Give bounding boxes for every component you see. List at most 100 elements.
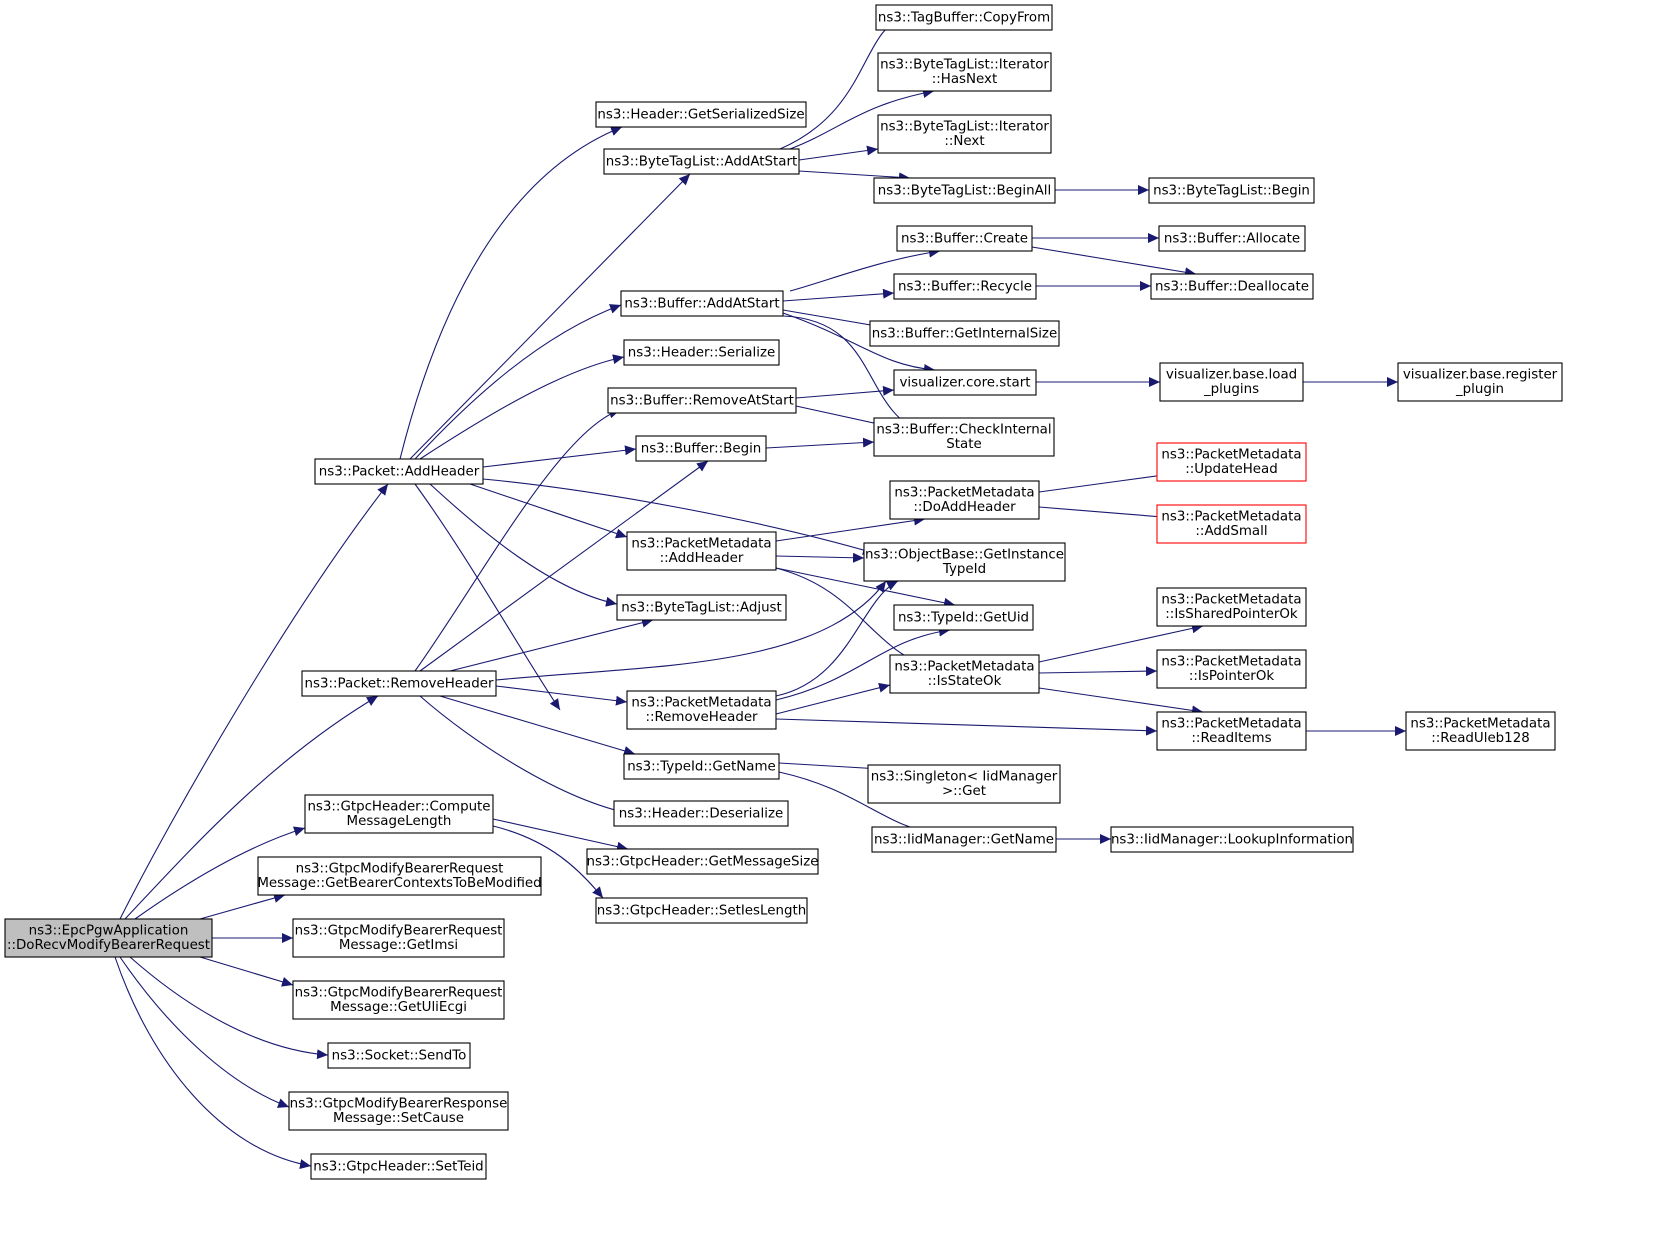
node-pm-doaddheader[interactable]: ns3::PacketMetadata::DoAddHeader — [889, 480, 1040, 520]
node-pkt-addheader[interactable]: ns3::Packet::AddHeader — [314, 458, 484, 485]
node-label: ns3::Buffer::RemoveAtStart — [610, 393, 794, 408]
node-btl-addatstart[interactable]: ns3::ByteTagList::AddAtStart — [603, 148, 800, 175]
node-label: ::UpdateHead — [1185, 462, 1278, 477]
node-socket-sendto[interactable]: ns3::Socket::SendTo — [327, 1042, 471, 1069]
node-label: ns3::PacketMetadata — [631, 537, 771, 552]
node-btl-beginall[interactable]: ns3::ByteTagList::BeginAll — [873, 177, 1056, 204]
node-label: Message::SetCause — [333, 1111, 464, 1126]
node-label: ns3::ObjectBase::GetInstance — [865, 548, 1064, 563]
node-label: ns3::PacketMetadata — [1161, 717, 1301, 732]
node-pm-ispointerok[interactable]: ns3::PacketMetadata::IsPointerOk — [1156, 649, 1307, 689]
node-box — [1158, 225, 1306, 252]
node-buf-addatstart[interactable]: ns3::Buffer::AddAtStart — [620, 290, 784, 317]
node-hdr-deserialize[interactable]: ns3::Header::Deserialize — [613, 800, 789, 827]
node-label: ns3::ByteTagList::Iterator — [880, 120, 1049, 135]
node-buf-allocate[interactable]: ns3::Buffer::Allocate — [1158, 225, 1306, 252]
edge-btl_addatstart-to-btl_it_next — [798, 145, 879, 161]
node-gtpc-getbearer[interactable]: ns3::GtpcModifyBearerRequestMessage::Get… — [257, 856, 542, 896]
node-vis-core-start[interactable]: visualizer.core.start — [893, 369, 1037, 396]
node-hdr-getsersize[interactable]: ns3::Header::GetSerializedSize — [595, 101, 807, 128]
node-label: ::ReadItems — [1191, 731, 1271, 746]
node-box — [1150, 273, 1314, 300]
node-tagbuf-copyfrom[interactable]: ns3::TagBuffer::CopyFrom — [875, 4, 1053, 31]
node-vis-register-plugin[interactable]: visualizer.base.register_plugin — [1397, 362, 1563, 402]
node-buf-recycle[interactable]: ns3::Buffer::Recycle — [893, 273, 1037, 300]
node-pm-updatehead[interactable]: ns3::PacketMetadata::UpdateHead — [1156, 442, 1307, 482]
edge-pkt_addheader-to-btl_adjust — [429, 483, 618, 607]
node-btl-it-hasnext[interactable]: ns3::ByteTagList::Iterator::HasNext — [877, 52, 1052, 92]
node-label: Message::GetUliEcgi — [330, 1000, 467, 1015]
node-singleton-get[interactable]: ns3::Singleton< IidManager>::Get — [867, 764, 1061, 804]
node-label: ns3::GtpcHeader::SetIesLength — [597, 903, 806, 918]
edge-pm_addheader-to-typeid_getuid — [775, 567, 956, 608]
node-buf-getinternalsize[interactable]: ns3::Buffer::GetInternalSize — [869, 320, 1060, 347]
node-box — [877, 52, 1052, 92]
node-hdr-serialize[interactable]: ns3::Header::Serialize — [623, 339, 780, 366]
node-box — [1159, 362, 1304, 402]
node-gtpc-getimsi[interactable]: ns3::GtpcModifyBearerRequestMessage::Get… — [292, 918, 505, 958]
node-label: ns3::Buffer::Deallocate — [1155, 279, 1309, 294]
node-pm-removeheader[interactable]: ns3::PacketMetadata::RemoveHeader — [626, 690, 777, 730]
node-label: ns3::Singleton< IidManager — [871, 770, 1058, 785]
node-gtpc-setieslen[interactable]: ns3::GtpcHeader::SetIesLength — [595, 897, 808, 924]
node-box — [623, 339, 780, 366]
edge-root-to-gtpc_getbearer — [199, 893, 286, 920]
node-vis-load-plugins[interactable]: visualizer.base.load_plugins — [1159, 362, 1304, 402]
edge-pm_removeheader-to-typeid_getuid — [775, 626, 951, 701]
node-buf-deallocate[interactable]: ns3::Buffer::Deallocate — [1150, 273, 1314, 300]
node-label: visualizer.base.load — [1166, 368, 1297, 383]
node-btl-it-next[interactable]: ns3::ByteTagList::Iterator::Next — [877, 114, 1052, 154]
node-box — [4, 918, 213, 958]
node-iid-lookupinfo[interactable]: ns3::IidManager::LookupInformation — [1110, 826, 1354, 853]
node-pm-addsmall[interactable]: ns3::PacketMetadata::AddSmall — [1156, 504, 1307, 544]
node-buf-begin[interactable]: ns3::Buffer::Begin — [635, 435, 767, 462]
node-pm-addheader[interactable]: ns3::PacketMetadata::AddHeader — [626, 531, 777, 571]
node-box — [893, 369, 1037, 396]
node-typeid-getname[interactable]: ns3::TypeId::GetName — [623, 753, 780, 780]
node-gtpc-setteid[interactable]: ns3::GtpcHeader::SetTeid — [310, 1153, 487, 1180]
edge-root-to-pkt_removeheader — [124, 695, 379, 920]
node-label: ns3::PacketMetadata — [894, 660, 1034, 675]
node-buf-removeatstart[interactable]: ns3::Buffer::RemoveAtStart — [607, 387, 797, 414]
node-pm-issharedptrok[interactable]: ns3::PacketMetadata::IsSharedPointerOk — [1156, 587, 1307, 627]
node-label: ns3::ByteTagList::Begin — [1153, 183, 1310, 198]
node-box — [603, 148, 800, 175]
node-typeid-getuid[interactable]: ns3::TypeId::GetUid — [893, 604, 1034, 631]
node-label: ns3::PacketMetadata — [1161, 593, 1301, 608]
edge-buf_removeatstart-to-vis_core_start — [795, 385, 895, 399]
node-box — [616, 594, 787, 621]
node-box — [613, 800, 789, 827]
edge-root-to-gtpc_geteci — [199, 956, 294, 987]
node-btl-adjust[interactable]: ns3::ByteTagList::Adjust — [616, 594, 787, 621]
node-pkt-removeheader[interactable]: ns3::Packet::RemoveHeader — [301, 670, 497, 697]
node-btl-begin[interactable]: ns3::ByteTagList::Begin — [1148, 177, 1315, 204]
node-pm-readuleb128[interactable]: ns3::PacketMetadata::ReadUleb128 — [1405, 711, 1556, 751]
node-iid-getname[interactable]: ns3::IidManager::GetName — [871, 826, 1057, 853]
node-label: ns3::Buffer::Recycle — [898, 279, 1032, 294]
node-box — [626, 531, 777, 571]
node-pm-isstateok[interactable]: ns3::PacketMetadata::IsStateOk — [889, 654, 1040, 694]
node-box — [871, 826, 1057, 853]
edge-root-to-gtpc_setteid — [114, 956, 312, 1170]
node-label: MessageLength — [347, 814, 452, 829]
node-gtpc-geteci[interactable]: ns3::GtpcModifyBearerRequestMessage::Get… — [292, 980, 505, 1020]
node-label: ns3::IidManager::LookupInformation — [1111, 832, 1353, 847]
edge-buf_begin-to-buf_checkinternal — [765, 437, 875, 449]
node-box — [873, 177, 1056, 204]
edge-pkt_addheader-to-hdr_getsersize — [399, 126, 623, 460]
node-root[interactable]: ns3::EpcPgwApplication::DoRecvModifyBear… — [4, 918, 213, 958]
node-label: ns3::Packet::RemoveHeader — [305, 676, 494, 691]
node-gtpc-getmsgsize[interactable]: ns3::GtpcHeader::GetMessageSize — [586, 848, 819, 875]
node-box — [867, 764, 1061, 804]
node-buf-create[interactable]: ns3::Buffer::Create — [896, 225, 1033, 252]
node-box — [863, 542, 1066, 582]
node-pm-readitems[interactable]: ns3::PacketMetadata::ReadItems — [1156, 711, 1307, 751]
edge-pm_isstateok-to-pm_ispointerok — [1038, 666, 1158, 677]
node-gtpc-setcause[interactable]: ns3::GtpcModifyBearerResponseMessage::Se… — [288, 1091, 509, 1131]
node-box — [1156, 587, 1307, 627]
node-label: visualizer.core.start — [899, 375, 1030, 390]
